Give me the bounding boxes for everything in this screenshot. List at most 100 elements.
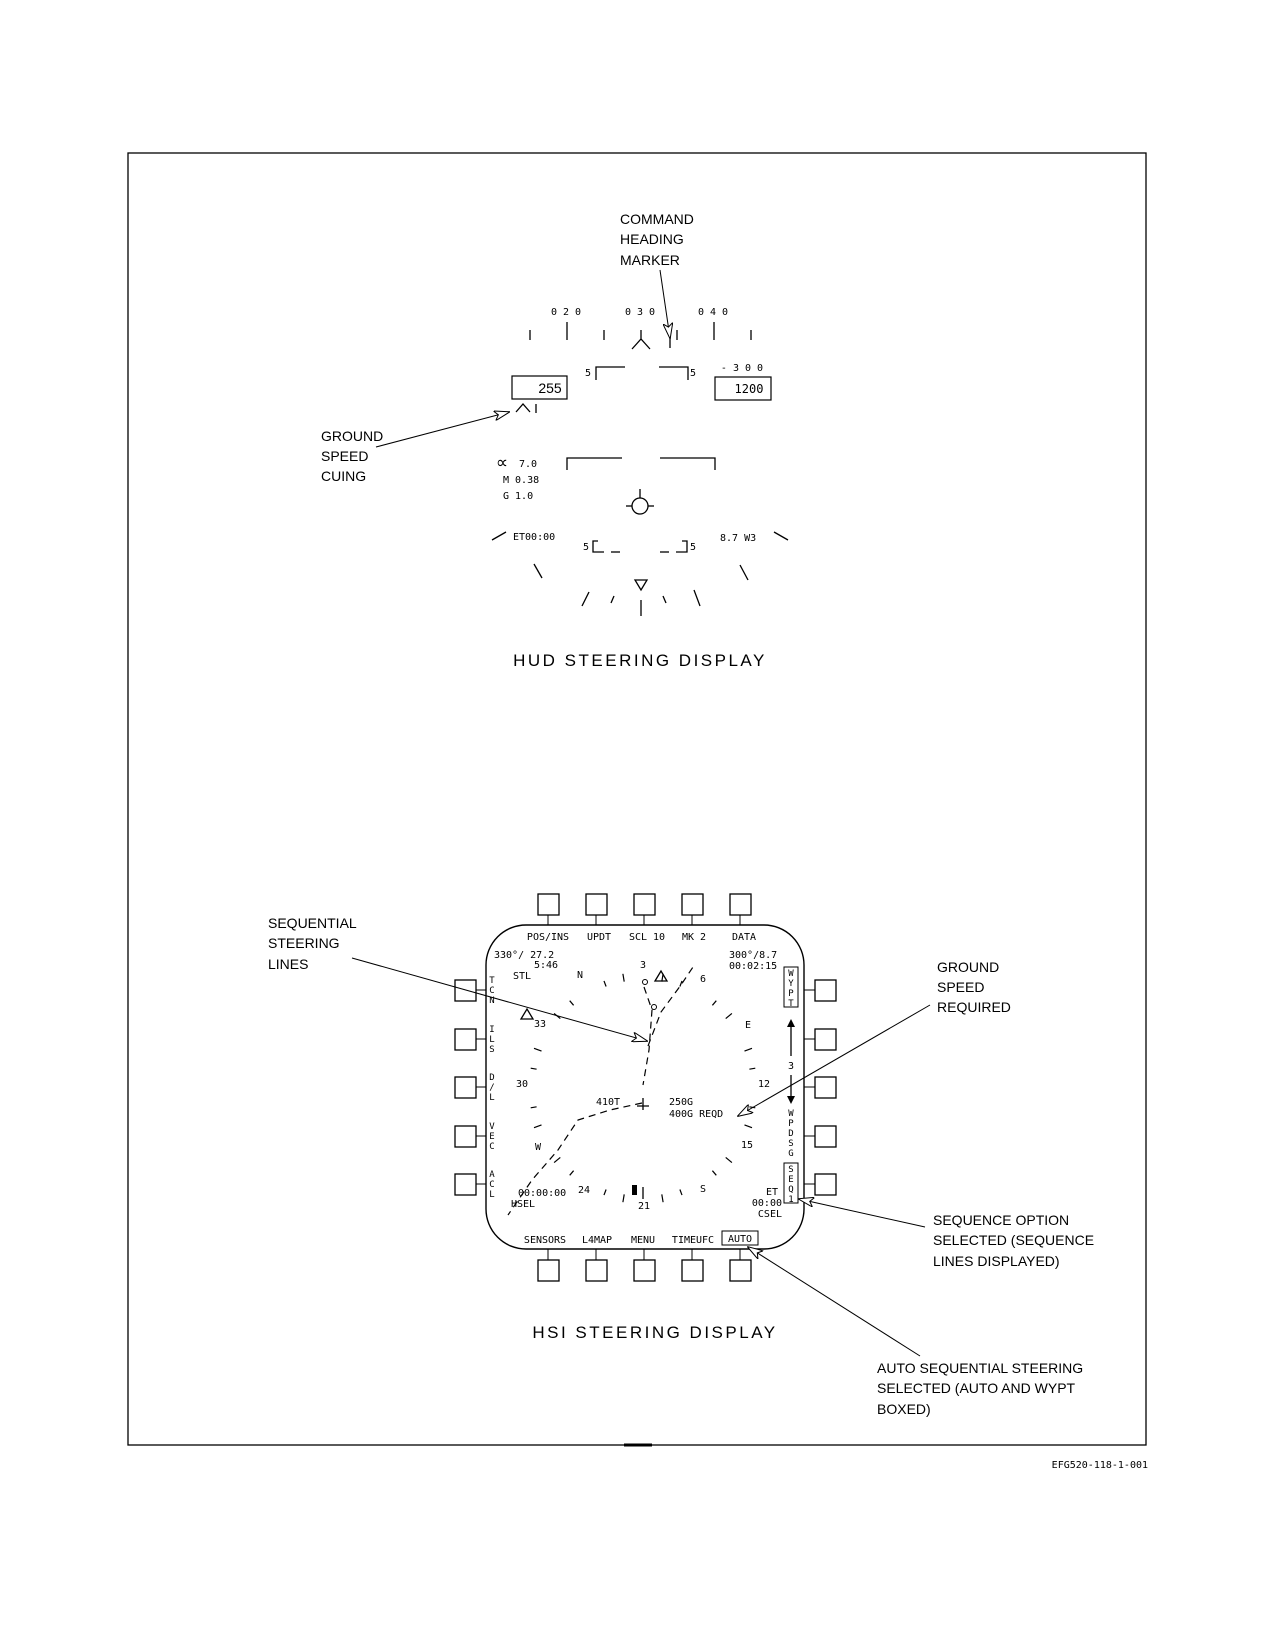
hsi-waypoint-time: 00:02:15	[729, 961, 777, 972]
pushbutton-bottom-4[interactable]	[681, 1259, 704, 1282]
pushbutton-right-5[interactable]	[814, 1173, 837, 1196]
course-mid-circle	[651, 1004, 657, 1010]
compass-tick	[603, 980, 607, 987]
hud-heading-ticks	[529, 322, 752, 340]
hsi-scale-number: 3	[788, 1061, 794, 1072]
callout-command-heading-marker: COMMAND HEADING MARKER	[620, 211, 694, 338]
callout-sequence-option: SEQUENCE OPTION SELECTED (SEQUENCE LINES…	[799, 1199, 1094, 1269]
hsi-waypoint-bearing: 300°/8.7	[729, 950, 777, 961]
compass-label-n: N	[577, 970, 583, 981]
hud-pitch-upper-right: 5	[690, 368, 696, 379]
pushbutton-top-4[interactable]	[681, 893, 704, 916]
compass-label-6: 6	[700, 974, 706, 985]
compass-tick	[679, 1189, 683, 1196]
compass-tick	[749, 1067, 756, 1070]
compass-label-s: S	[700, 1184, 706, 1195]
hsi-title: HSI STEERING DISPLAY	[532, 1323, 777, 1342]
mach-value: M 0.38	[503, 475, 539, 486]
hud-pitch-upper-left: 5	[585, 368, 591, 379]
hsi-option-scl: SCL 10	[629, 932, 665, 943]
hsi-option-mk: MK 2	[682, 932, 706, 943]
hsi-ground-speed-required: 400G REQD	[669, 1109, 723, 1120]
sequential-steering-line-upper	[647, 966, 694, 1047]
alpha-symbol: ∝	[496, 453, 508, 472]
pushbutton-right-1[interactable]	[814, 979, 837, 1002]
pushbutton-left-stems	[476, 989, 486, 1185]
waypoint-triangle-left	[519, 1007, 535, 1020]
alpha-value: 7.0	[519, 459, 537, 470]
pushbutton-left-5[interactable]	[454, 1173, 477, 1196]
compass-tick	[530, 1106, 537, 1109]
ground-speed-cue	[515, 403, 537, 413]
compass-label-w: W	[535, 1142, 542, 1153]
pushbutton-bottom-1[interactable]	[537, 1259, 560, 1282]
svg-text:SELECTED (AUTO AND WYPT: SELECTED (AUTO AND WYPT	[877, 1380, 1076, 1396]
callout-sequential-steering-lines: SEQUENTIAL STEERING LINES	[268, 915, 647, 1041]
svg-text:SEQUENTIAL: SEQUENTIAL	[268, 915, 357, 931]
svg-text:SPEED: SPEED	[937, 979, 984, 995]
compass-label-e: E	[745, 1020, 751, 1031]
svg-text:BOXED): BOXED)	[877, 1401, 931, 1417]
pushbutton-top-1[interactable]	[537, 893, 560, 916]
hsi-option-auto: AUTO	[728, 1234, 752, 1245]
pushbutton-right-4[interactable]	[814, 1125, 837, 1148]
pushbutton-left-4[interactable]	[454, 1125, 477, 1148]
pushbutton-right-stems	[804, 989, 815, 1185]
pushbutton-top-stems	[547, 915, 741, 925]
auto-option-box	[721, 1230, 759, 1246]
pushbutton-top-3[interactable]	[633, 893, 656, 916]
hud-waypoint: 8.7 W3	[720, 533, 756, 544]
svg-text:SELECTED (SEQUENCE: SELECTED (SEQUENCE	[933, 1232, 1094, 1248]
velocity-vector-symbol	[626, 489, 654, 515]
compass-tick	[603, 1189, 607, 1196]
pushbutton-bottom-2[interactable]	[585, 1259, 608, 1282]
svg-text:GROUND: GROUND	[937, 959, 999, 975]
svg-text:GROUND: GROUND	[321, 428, 383, 444]
pushbutton-top-2[interactable]	[585, 893, 608, 916]
svg-text:LINES DISPLAYED): LINES DISPLAYED)	[933, 1253, 1060, 1269]
altitude-value: 1200	[735, 382, 764, 396]
pushbutton-right-2[interactable]	[814, 1028, 837, 1051]
seq-option-box	[783, 1162, 799, 1204]
g-value: G 1.0	[503, 491, 533, 502]
compass-tick	[530, 1067, 537, 1070]
pushbutton-bottom-5[interactable]	[729, 1259, 752, 1282]
hsi-option-timeufc: TIMEUFC	[672, 1235, 714, 1246]
hsi-option-data: DATA	[732, 932, 756, 943]
compass-tick	[744, 1124, 753, 1129]
pushbutton-bottom-3[interactable]	[633, 1259, 656, 1282]
svg-text:COMMAND: COMMAND	[620, 211, 694, 227]
course-waypoint-circle	[642, 979, 648, 985]
hud-title: HUD STEERING DISPLAY	[513, 651, 767, 670]
vertical-velocity: - 3 0 0	[721, 363, 763, 374]
svg-text:MARKER: MARKER	[620, 252, 680, 268]
compass-tick	[744, 1047, 753, 1052]
altitude-box	[714, 376, 772, 401]
sequential-steering-line-lower	[507, 1102, 643, 1216]
compass-tick	[725, 1012, 733, 1020]
compass-tick	[661, 1194, 664, 1203]
hsi-option-menu: MENU	[631, 1235, 655, 1246]
hud-elapsed-time: ET00:00	[513, 532, 555, 543]
pushbutton-left-1[interactable]	[454, 979, 477, 1002]
pushbutton-left-2[interactable]	[454, 1028, 477, 1051]
compass-tick	[711, 1170, 717, 1176]
figure-frame	[127, 152, 1147, 1446]
compass-label-30: 30	[516, 1079, 528, 1090]
pushbutton-left-3[interactable]	[454, 1076, 477, 1099]
pushbutton-right-3[interactable]	[814, 1076, 837, 1099]
airspeed-box	[511, 375, 568, 400]
svg-text:SEQUENCE OPTION: SEQUENCE OPTION	[933, 1212, 1069, 1228]
hsi-ground-speed: 250G	[669, 1097, 693, 1108]
hsi-range-marker: 410T	[596, 1097, 620, 1108]
hsi-stl: STL	[513, 971, 531, 982]
hud-pitch-ladder-upper	[595, 366, 689, 380]
pushbutton-top-5[interactable]	[729, 893, 752, 916]
compass-tick	[553, 1156, 561, 1164]
scale-arrow-down	[787, 1096, 795, 1104]
compass-label-21: 21	[638, 1201, 650, 1212]
